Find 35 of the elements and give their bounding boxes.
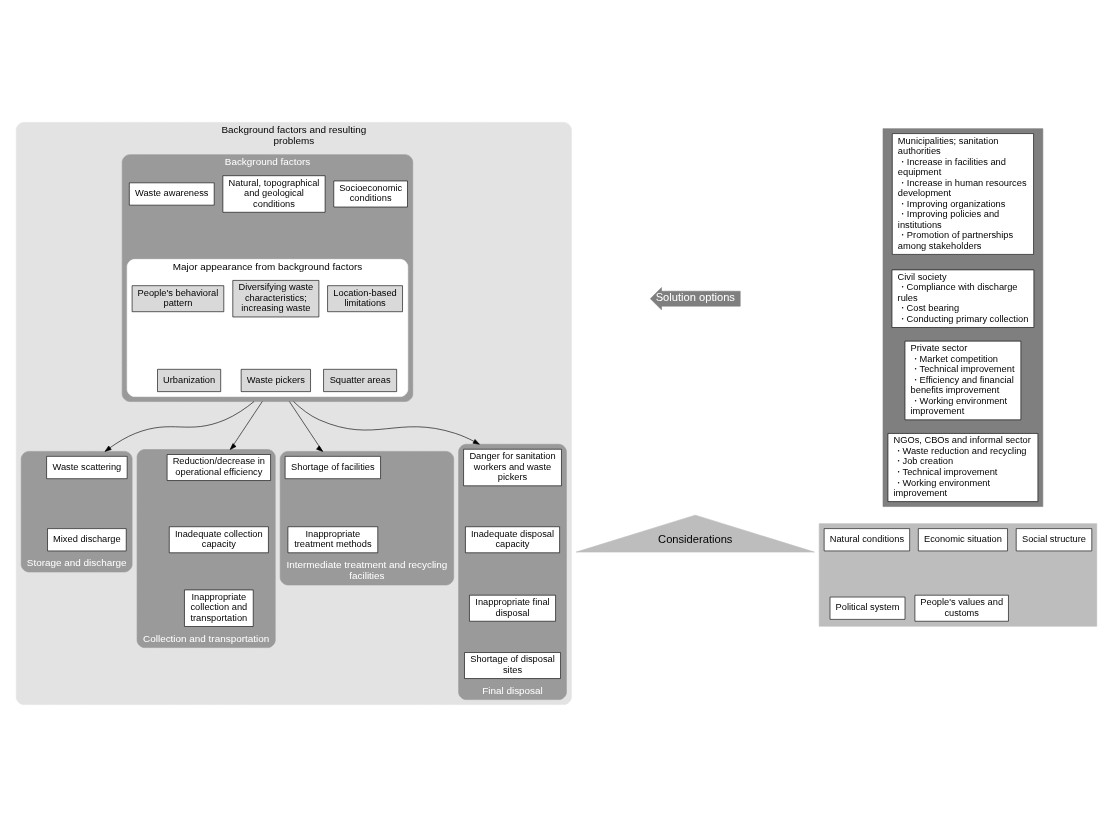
node-box: People's behavioral pattern	[131, 285, 225, 312]
node-box: Shortage of facilities	[284, 456, 381, 479]
node-box: Shortage of disposal sites	[464, 652, 561, 679]
node-box: Economic situation	[918, 528, 1008, 552]
node-box: Natural conditions	[823, 528, 910, 552]
node-box: Municipalities; sanitation authorities ・Increase in facilities and equipment ・Increase in human resources development ・Improving organizations ・Improving policies and institutions ・Promotion of partnerships among stakeholders	[892, 133, 1034, 255]
node-box: Inappropriate collection and transportation	[184, 589, 254, 627]
node-box: Inappropriate final disposal	[469, 594, 556, 622]
node-box: NGOs, CBOs and informal sector ・Waste reduction and recycling ・Job creation ・Technical improvement ・Working environment improvement	[887, 433, 1039, 502]
node-box: Socioeconomic conditions	[333, 180, 408, 208]
node-box: Private sector ・Market competition ・Technical improvement ・Efficiency and financial benefits improvement ・Working environment improvement	[904, 340, 1022, 421]
node-box: Waste pickers	[240, 369, 311, 392]
node-box: Squatter areas	[323, 369, 397, 392]
arrow	[104, 401, 255, 452]
arrow	[229, 401, 263, 450]
node-box: Civil society ・Compliance with discharge rules ・Cost bearing ・Conducting primary collection	[891, 269, 1035, 328]
node-box: Waste scattering	[46, 456, 128, 479]
node-box: People's values and customs	[914, 594, 1009, 622]
node-box: Social structure	[1015, 528, 1093, 552]
cluster	[818, 523, 1098, 627]
node-box: Natural, topographical and geological conditions	[222, 175, 326, 213]
node-box: Inappropriate treatment methods	[287, 526, 379, 554]
node-box: Inadequate collection capacity	[168, 526, 269, 554]
node-box: Diversifying waste characteristics; increasing waste	[232, 280, 320, 318]
node-box: Political system	[829, 596, 906, 620]
node-box: Waste awareness	[129, 182, 215, 206]
cluster	[882, 128, 1044, 507]
node-box: Inadequate disposal capacity	[465, 526, 560, 554]
node-box: Danger for sanitation workers and waste pickers	[463, 448, 562, 487]
arrow	[293, 401, 480, 445]
node-box: Reduction/decrease in operational efficiency	[166, 454, 271, 481]
arrow	[289, 401, 324, 452]
node-box: Location-based limitations	[327, 285, 403, 312]
node-box: Mixed discharge	[47, 528, 127, 552]
node-box: Urbanization	[157, 369, 221, 392]
